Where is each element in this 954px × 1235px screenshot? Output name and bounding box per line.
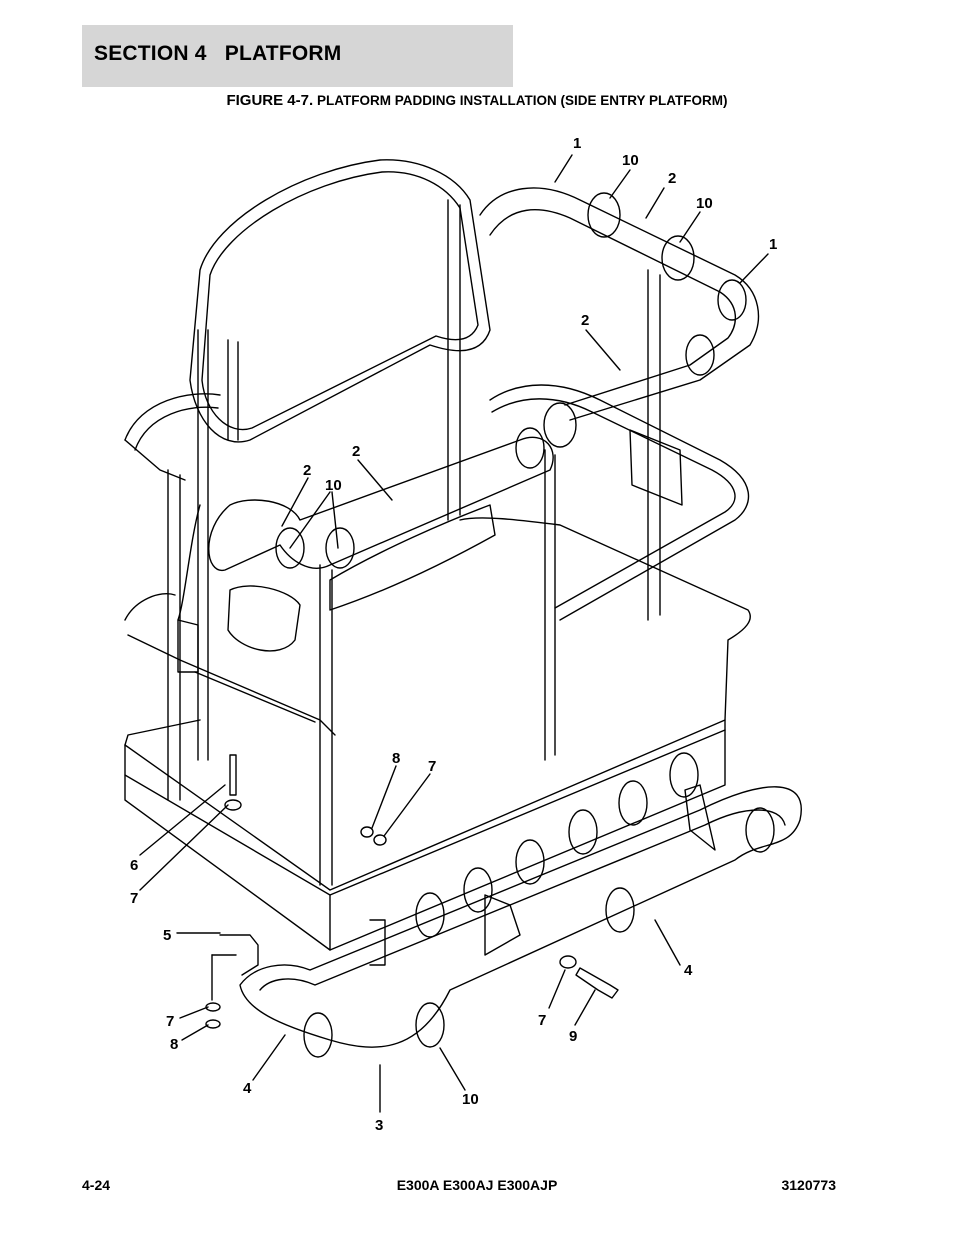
- callout-8-bottom-left: 8: [170, 1036, 178, 1053]
- figure-label: FIGURE 4-7.: [226, 92, 314, 109]
- figure-caption: FIGURE 4-7. PLATFORM PADDING INSTALLATIO…: [0, 92, 954, 109]
- callout-7-bottom-left: 7: [166, 1013, 174, 1030]
- callout-7-bottom: 7: [538, 1012, 546, 1029]
- callout-10-top: 10: [622, 152, 639, 169]
- callout-5: 5: [163, 927, 171, 944]
- callout-2-right: 2: [581, 312, 589, 329]
- callout-1-right: 1: [769, 236, 777, 253]
- section-header-bar: [82, 25, 513, 87]
- callout-2-top: 2: [668, 170, 676, 187]
- callout-9: 9: [569, 1028, 577, 1045]
- figure-title: PLATFORM PADDING INSTALLATION (SIDE ENTR…: [317, 93, 728, 108]
- callout-2-left: 2: [303, 462, 311, 479]
- callout-8-floor: 8: [392, 750, 400, 767]
- callout-2-middle: 2: [352, 443, 360, 460]
- callout-4-bottom: 4: [243, 1080, 252, 1097]
- callout-10-middle: 10: [325, 477, 342, 494]
- section-title: SECTION 4 PLATFORM: [94, 42, 342, 65]
- page-number: 4-24: [82, 1177, 111, 1193]
- callout-3: 3: [375, 1117, 383, 1134]
- callout-1-top: 1: [573, 135, 581, 152]
- model-numbers: E300A E300AJ E300AJP: [396, 1177, 558, 1193]
- callout-7-left: 7: [130, 890, 138, 907]
- callout-7-floor: 7: [428, 758, 436, 775]
- callout-6: 6: [130, 857, 138, 874]
- callout-10-bottom: 10: [462, 1091, 479, 1108]
- document-number: 3120773: [781, 1177, 836, 1193]
- callout-10-top-right: 10: [696, 195, 713, 212]
- callout-4-right: 4: [684, 962, 693, 979]
